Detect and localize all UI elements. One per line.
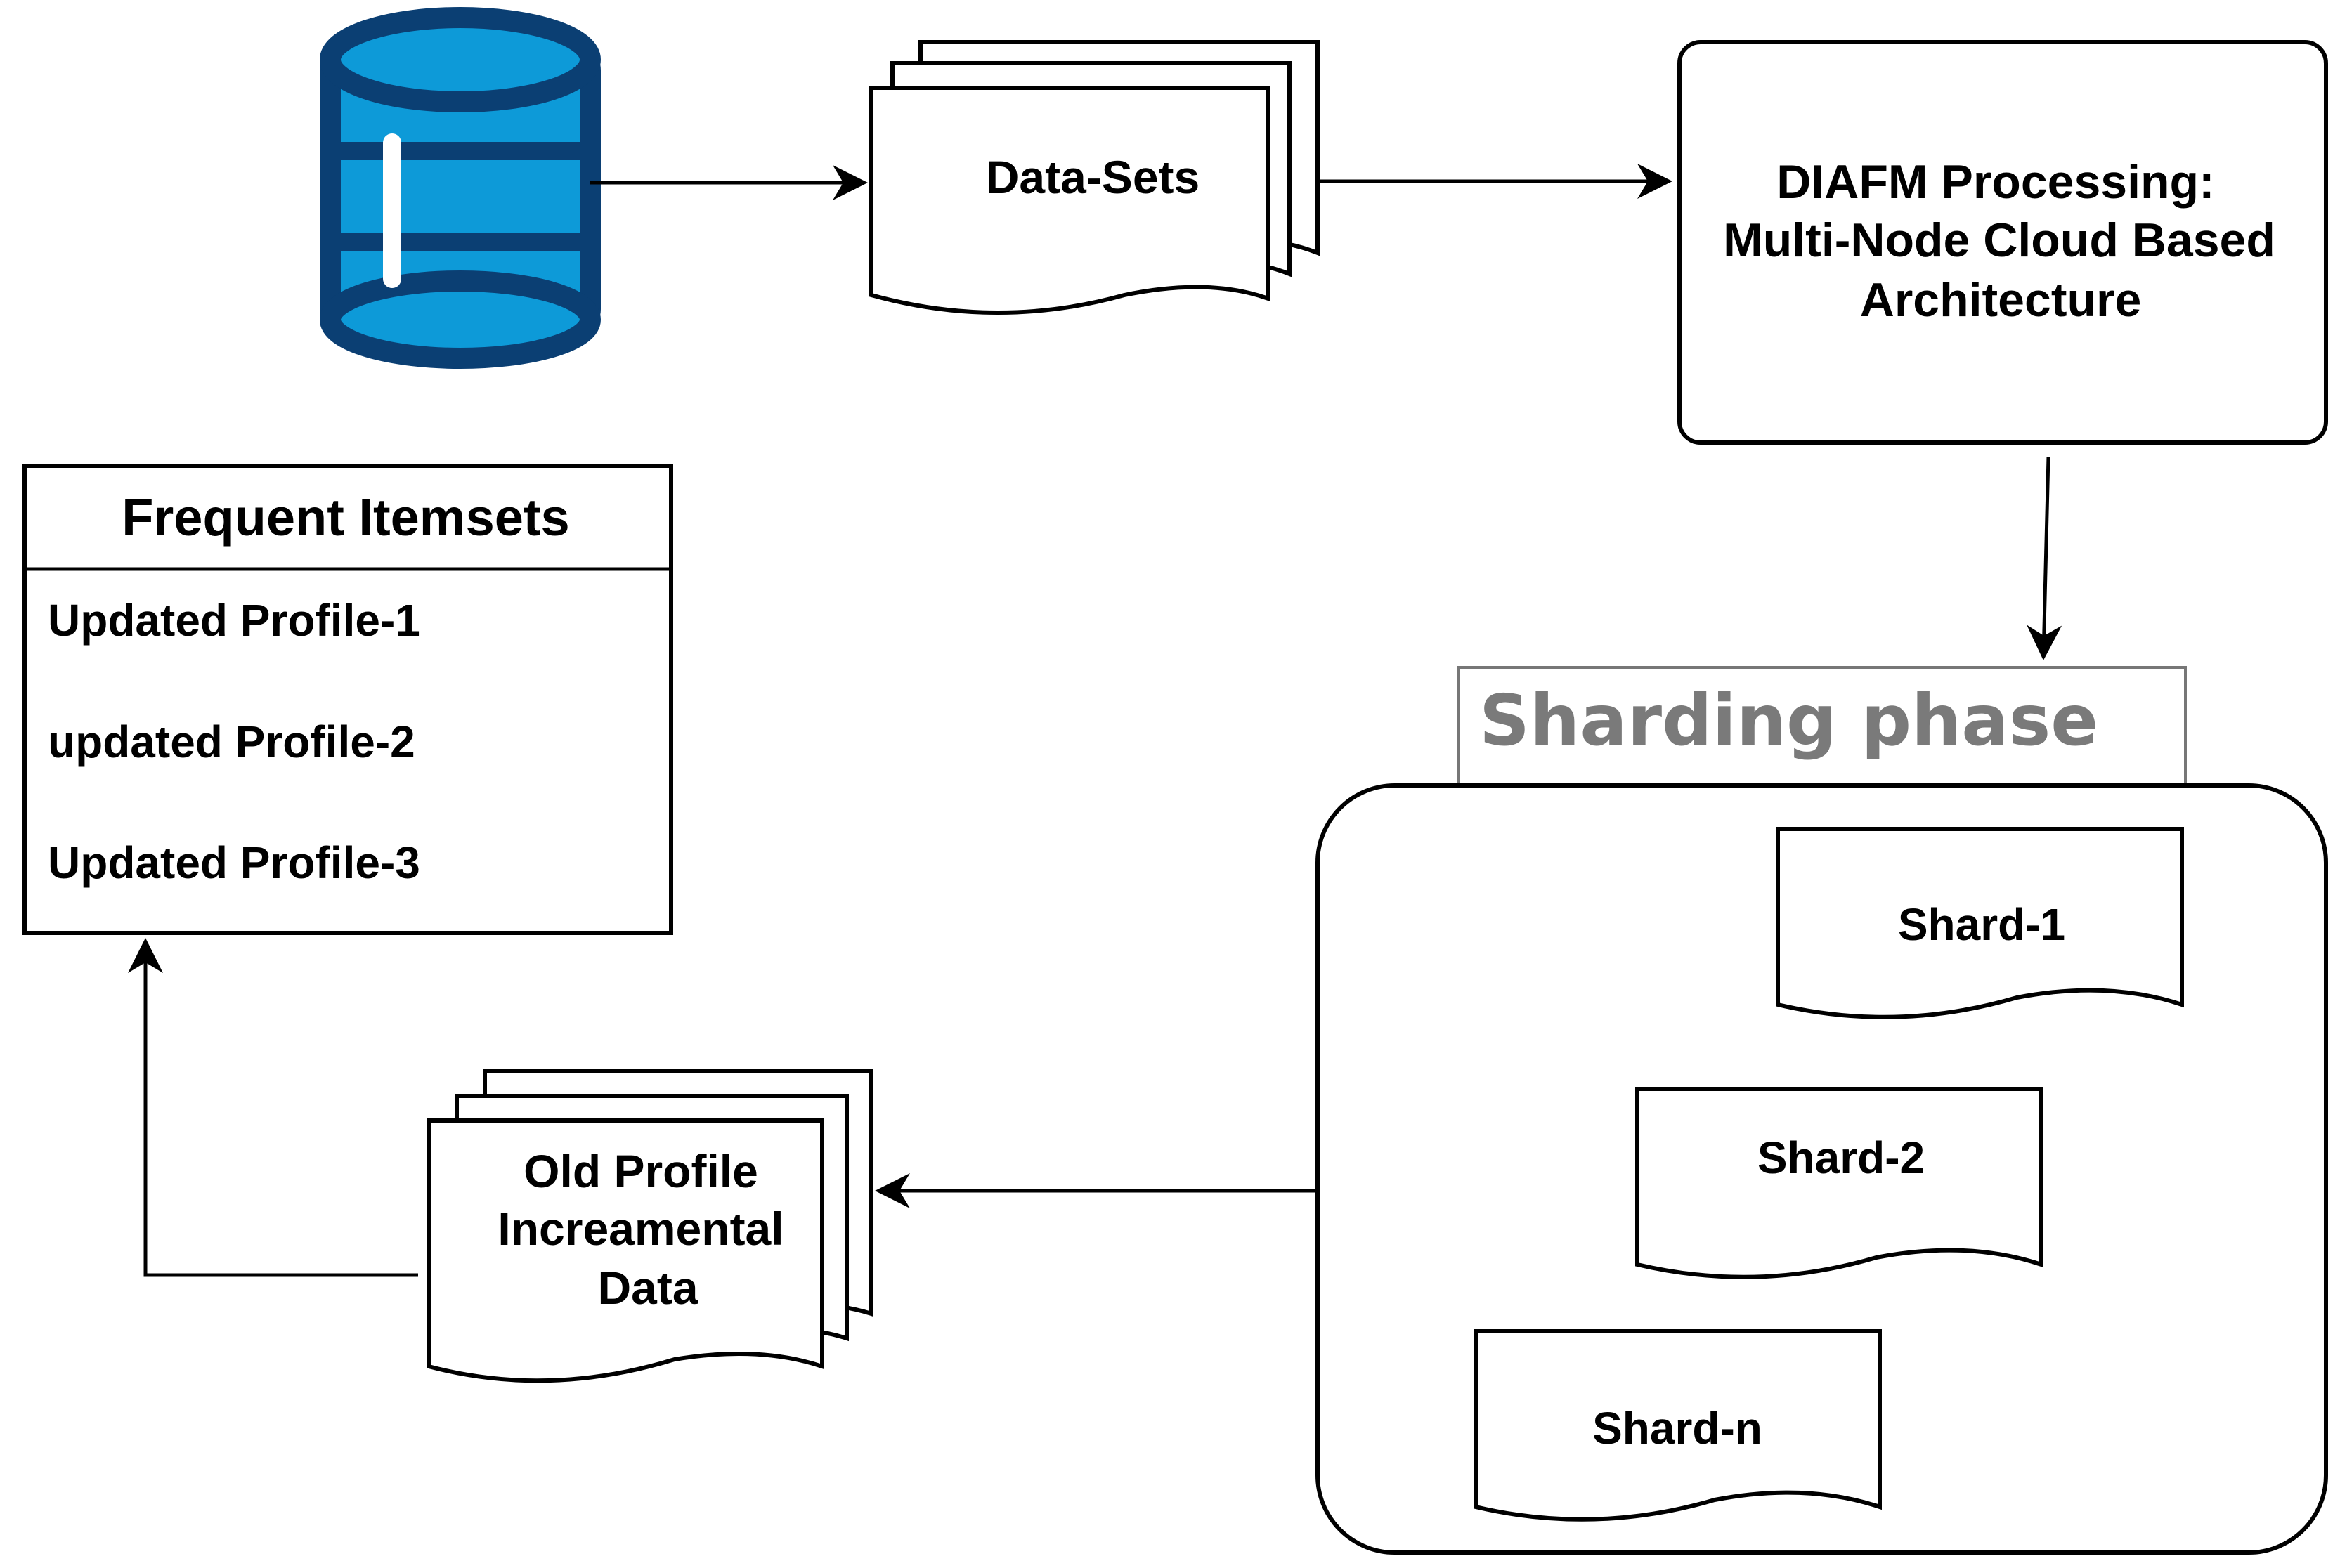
shard-1: Shard-1 xyxy=(1776,827,2184,1019)
shard-n: Shard-n xyxy=(1474,1329,1882,1522)
frequent-itemsets-title: Frequent Itemsets xyxy=(122,488,569,547)
old-profile-line-3: Data xyxy=(597,1262,698,1314)
datasets-label: Data-Sets xyxy=(986,151,1200,203)
database-icon xyxy=(320,7,601,369)
old-profile-line-2: Increamental xyxy=(498,1203,784,1255)
processing-line-1: DIAFM Processing: xyxy=(1776,155,2214,209)
arrow-old-profile-to-itemsets xyxy=(128,938,418,1277)
sharding-phase: Sharding phase Shard-1 Shard-2 Shard-n xyxy=(1315,666,2328,1555)
shard-2: Shard-2 xyxy=(1635,1087,2043,1279)
processing-line-3: Architecture xyxy=(1860,273,2142,327)
shard-1-label: Shard-1 xyxy=(1898,899,2065,950)
frequent-itemsets-node: Frequent Itemsets Updated Profile-1 upda… xyxy=(22,464,673,935)
shard-2-label: Shard-2 xyxy=(1757,1132,1925,1183)
itemset-3: Updated Profile-3 xyxy=(48,837,420,888)
old-profile-line-1: Old Profile xyxy=(524,1145,758,1197)
itemset-1: Updated Profile-1 xyxy=(48,595,420,646)
itemset-2: updated Profile-2 xyxy=(48,717,415,767)
arrow-processing-to-sharding xyxy=(2027,456,2062,660)
processing-node: DIAFM Processing: Multi-Node Cloud Based… xyxy=(1677,40,2328,445)
processing-line-2: Multi-Node Cloud Based xyxy=(1723,214,2275,267)
sharding-phase-title: Sharding phase xyxy=(1479,679,2098,762)
datasets-node: Data-Sets xyxy=(869,40,1320,315)
shard-n-label: Shard-n xyxy=(1592,1403,1762,1453)
old-profile-node: Old Profile Increamental Data xyxy=(427,1069,873,1383)
